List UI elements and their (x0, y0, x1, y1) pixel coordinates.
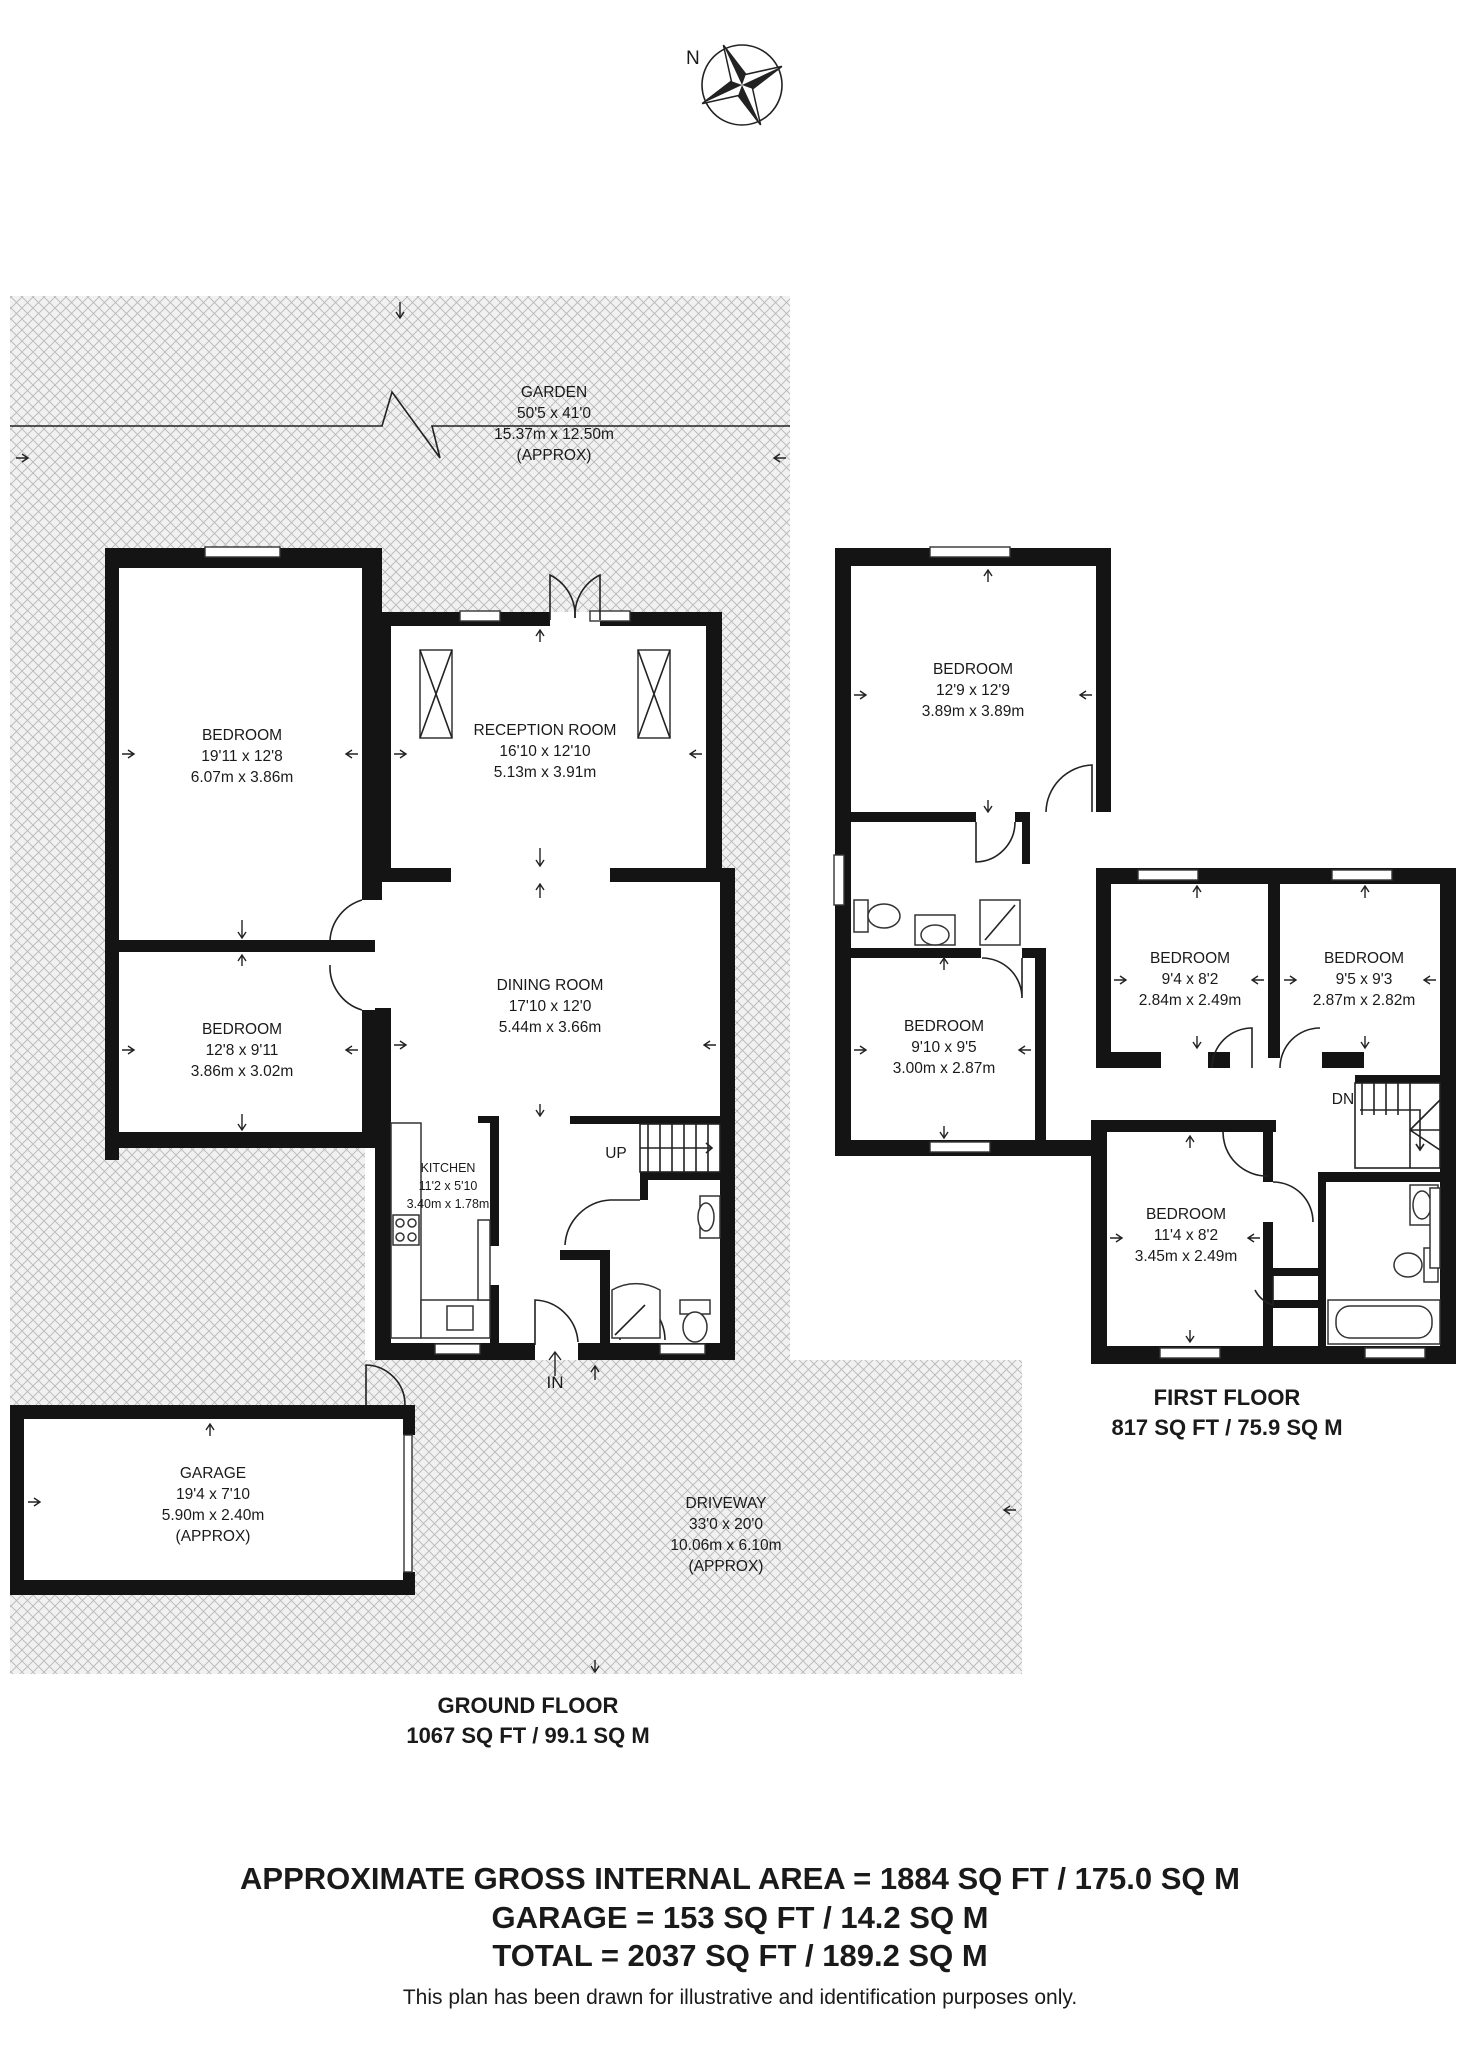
reception-label-line-2: 16'10 x 12'10 (499, 743, 591, 760)
entrance-label: IN (547, 1373, 564, 1392)
ground-floor: GARDEN 50'5 x 41'0 15.37m x 12.50m (APPR… (10, 296, 1022, 1748)
bathroom-basin-icon (914, 914, 956, 946)
stairs-up-label: UP (605, 1145, 627, 1162)
compass-rose-icon (701, 44, 783, 126)
driveway-label-line-4: (APPROX) (689, 1558, 764, 1575)
total-area-text: TOTAL = 2037 SQ FT / 189.2 SQ M (492, 1938, 987, 1973)
kitchen-label-line-3: 3.40m x 1.78m (407, 1197, 490, 1211)
first-floor-dimension-arrows (854, 568, 1436, 1344)
compass-north-label: N (686, 48, 700, 69)
stairs-up-icon (639, 1123, 721, 1173)
ground-floor-title: GROUND FLOOR (438, 1693, 619, 1718)
compass: N (686, 44, 783, 126)
ground-floor-dimension-arrows (28, 628, 1016, 1674)
ground-floor-walls (10, 548, 735, 1595)
bedroom-5-label-line-1: BEDROOM (1324, 950, 1404, 967)
gross-area-text: APPROXIMATE GROSS INTERNAL AREA = 1884 S… (240, 1861, 1240, 1896)
bedroom-5-label-line-3: 2.87m x 2.82m (1313, 992, 1416, 1009)
reception-label-line-1: RECEPTION ROOM (474, 722, 617, 739)
bedroom-6-label-line-3: 3.00m x 2.87m (893, 1060, 996, 1077)
first-floor-title: FIRST FLOOR (1154, 1385, 1301, 1410)
dining-label-line-3: 5.44m x 3.66m (499, 1019, 602, 1036)
bedroom-1-label-line-2: 19'11 x 12'8 (201, 748, 282, 765)
kitchen-label-line-2: 11'2 x 5'10 (419, 1179, 478, 1193)
bedroom-5-label-line-2: 9'5 x 9'3 (1336, 971, 1393, 988)
wc-basin-icon (697, 1195, 721, 1239)
first-floor: BEDROOM 12'9 x 12'9 3.89m x 3.89m BEDROO… (833, 546, 1456, 1440)
garage-label-line-1: GARAGE (180, 1465, 246, 1482)
driveway-label-line-2: 33'0 x 20'0 (689, 1516, 763, 1533)
bedroom-3-label-line-3: 3.89m x 3.89m (922, 703, 1025, 720)
bedroom-2-label-line-3: 3.86m x 3.02m (191, 1063, 294, 1080)
driveway-label-line-3: 10.06m x 6.10m (670, 1537, 781, 1554)
ground-floor-area: 1067 SQ FT / 99.1 SQ M (406, 1723, 649, 1748)
garden-label-line-4: (APPROX) (517, 447, 592, 464)
stairs-down-icon (1354, 1082, 1441, 1169)
first-floor-area: 817 SQ FT / 75.9 SQ M (1111, 1415, 1342, 1440)
bedroom-1-label-line-3: 6.07m x 3.86m (191, 769, 294, 786)
ground-floor-fixtures (390, 649, 721, 1343)
garden-break-line (10, 390, 790, 459)
first-floor-fixtures (853, 899, 1441, 1345)
first-floor-windows (833, 546, 1426, 1359)
kitchen-sink-icon (446, 1305, 474, 1331)
shower-icon (611, 1282, 661, 1339)
ground-floor-windows (204, 546, 706, 1573)
bathroom-shower-icon (979, 899, 1021, 946)
bedroom-6-label-line-2: 9'10 x 9'5 (911, 1039, 976, 1056)
wc-toilet-icon (679, 1299, 711, 1343)
driveway-label-line-1: DRIVEWAY (686, 1495, 767, 1512)
garden-label-line-2: 50'5 x 41'0 (517, 405, 591, 422)
bedroom-3-label-line-1: BEDROOM (933, 661, 1013, 678)
stairs-down-label: DN (1332, 1091, 1354, 1108)
bedroom-7-label-line-1: BEDROOM (1146, 1206, 1226, 1223)
garden-label-line-3: 15.37m x 12.50m (494, 426, 614, 443)
garden-dimension-arrows (16, 302, 786, 463)
garage-label-line-3: 5.90m x 2.40m (162, 1507, 265, 1524)
bedroom-3-label-line-2: 12'9 x 12'9 (936, 682, 1010, 699)
first-floor-doors (975, 764, 1321, 1307)
area-summary: APPROXIMATE GROSS INTERNAL AREA = 1884 S… (240, 1861, 1240, 2009)
garage-area-text: GARAGE = 153 SQ FT / 14.2 SQ M (491, 1900, 988, 1935)
dining-label-line-2: 17'10 x 12'0 (509, 998, 592, 1015)
disclaimer-text: This plan has been drawn for illustrativ… (403, 1986, 1077, 2009)
reception-label-line-3: 5.13m x 3.91m (494, 764, 597, 781)
garden-label-line-1: GARDEN (521, 384, 587, 401)
bedroom-2-label-line-1: BEDROOM (202, 1021, 282, 1038)
kitchen-label-line-1: KITCHEN (421, 1161, 476, 1175)
bedroom-6-label-line-1: BEDROOM (904, 1018, 984, 1035)
garage-label-line-4: (APPROX) (176, 1528, 251, 1545)
bedroom-4-label-line-3: 2.84m x 2.49m (1139, 992, 1242, 1009)
dining-label-line-1: DINING ROOM (497, 977, 604, 994)
bath-icon (1327, 1299, 1441, 1345)
bedroom-2-label-line-2: 12'8 x 9'11 (206, 1042, 279, 1059)
bedroom-4-label-line-2: 9'4 x 8'2 (1162, 971, 1219, 988)
bedroom-7-label-line-3: 3.45m x 2.49m (1135, 1248, 1238, 1265)
bedroom-1-label-line-1: BEDROOM (202, 727, 282, 744)
entrance-arrow-icon (548, 1350, 562, 1376)
garage-label-line-2: 19'4 x 7'10 (176, 1486, 250, 1503)
bedroom-4-label-line-1: BEDROOM (1150, 950, 1230, 967)
hob-icon (392, 1214, 420, 1246)
bathroom-toilet-icon (853, 899, 901, 933)
bedroom-7-label-line-2: 11'4 x 8'2 (1154, 1227, 1218, 1244)
